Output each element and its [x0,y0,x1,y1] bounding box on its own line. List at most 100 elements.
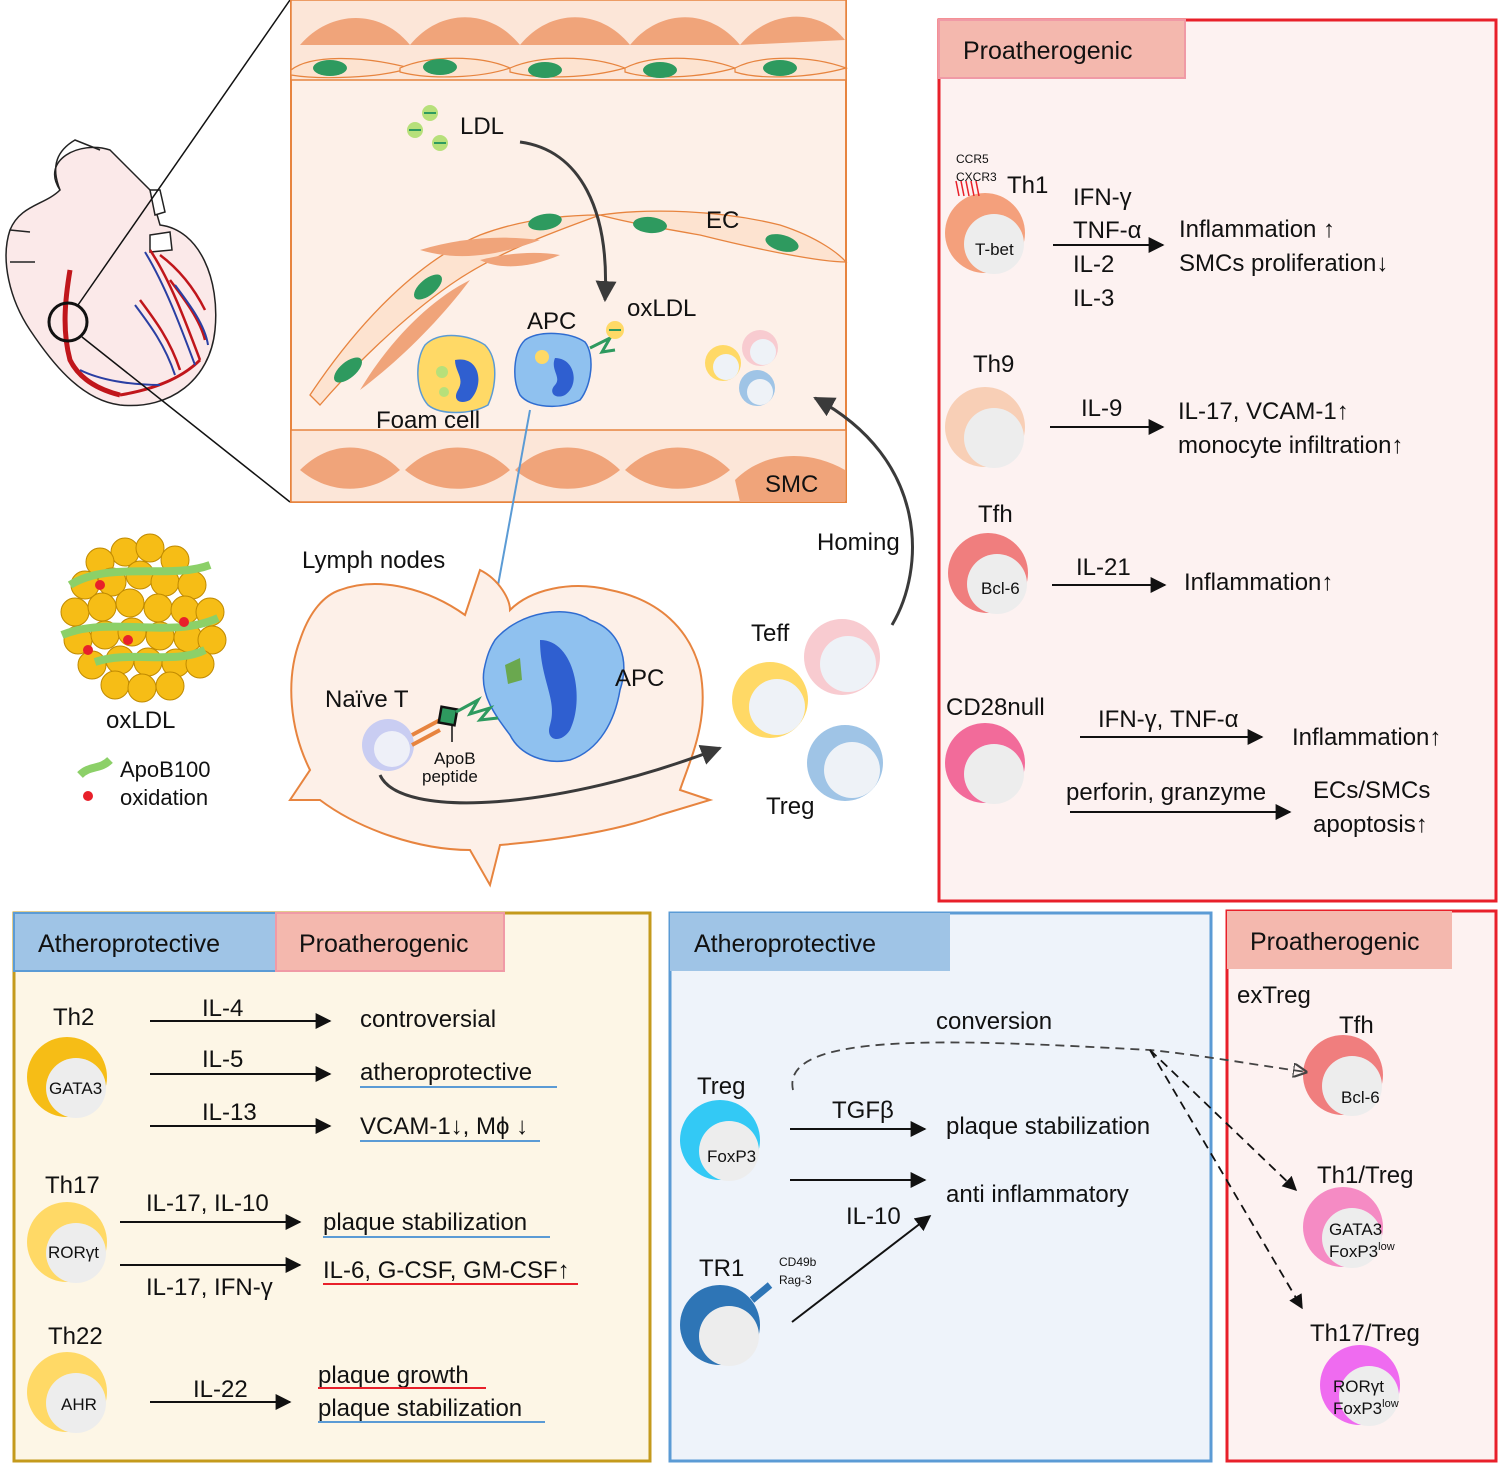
homing-arrow [813,396,914,626]
th2-effect-1: controversial [360,1006,496,1033]
th2-label: Th2 [53,1004,94,1031]
apob-peptide-label-2: peptide [422,767,478,786]
smc-label: SMC [765,471,818,498]
th1treg-marker-2: FoxP3low [1329,1241,1395,1261]
mid-effect-2: anti inflammatory [946,1181,1129,1208]
bottom-left-panel: Atheroprotective Proatherogenic Th2 GATA… [12,911,652,1463]
bottom-left-header-proatherogenic: Proatherogenic [299,930,469,958]
foam-cell-label: Foam cell [376,407,480,434]
homing-label: Homing [817,529,900,556]
cd28null-cytokine-2: perforin, granzyme [1066,779,1266,806]
tr1-receptor-rag3: Rag-3 [779,1273,812,1287]
foam-cell [417,334,496,414]
tfh-cytokine: IL-21 [1076,554,1131,581]
th17treg-marker-1: RORγt [1333,1377,1384,1396]
th9-effect-2: monocyte infiltration↑ [1178,432,1403,459]
right-panel-header: Proatherogenic [963,37,1133,65]
mid-treg-label: Treg [697,1073,745,1100]
apob100-swatch [77,756,113,779]
th2-effect-3: VCAM-1↓, Mϕ ↓ [360,1113,528,1140]
tfh-label: Tfh [978,501,1013,528]
vessel-apc [514,321,624,408]
cd28null-label: CD28null [946,694,1045,721]
th1-receptor-ccr5: CCR5 [956,152,989,166]
oxidation-label: oxidation [120,785,208,810]
th22-cytokine: IL-22 [193,1376,248,1403]
th1-label: Th1 [1007,172,1048,199]
th1-marker: T-bet [975,240,1014,259]
zoom-line-bottom [81,336,291,503]
lymph-apc-label: APC [615,665,664,692]
th22-label: Th22 [48,1323,103,1350]
th17treg-marker-2: FoxP3low [1333,1398,1399,1418]
th2-effect-2: atheroprotective [360,1059,532,1086]
cd28null-effect-1: Inflammation↑ [1292,724,1441,751]
conversion-arrows [791,1041,1306,1310]
th9-effect-1: IL-17, VCAM-1↑ [1178,398,1349,425]
ldl-migration-arrow [519,140,617,303]
th17-label: Th17 [45,1172,100,1199]
th1-effect-1: Inflammation ↑ [1179,216,1335,243]
cd28null-effect-2b: apoptosis↑ [1313,811,1428,838]
th17-cytokine-1: IL-17, IL-10 [146,1190,269,1217]
oxldl-vessel-label: oxLDL [627,295,696,322]
th1-effect-2: SMCs proliferation↓ [1179,250,1388,277]
effector-cells: Teff Treg Homing [732,396,914,820]
tfh-marker: Bcl-6 [981,579,1020,598]
vessel-apc-label: APC [527,308,576,335]
teff-label: Teff [751,620,790,647]
lymph-node: Lymph nodes Naïve T ApoB peptide APC [288,547,722,888]
th9-label: Th9 [973,351,1014,378]
mid-treg-marker: FoxP3 [707,1147,756,1166]
th2-cytokine-3: IL-13 [202,1099,257,1126]
th9-cytokine: IL-9 [1081,395,1122,422]
th22-effect-1: plaque growth [318,1362,469,1389]
th1treg-marker-1: GATA3 [1329,1220,1382,1239]
zoom-line-top [77,0,291,306]
tfh-effect: Inflammation↑ [1184,569,1333,596]
bottom-mid-panel: Atheroprotective Treg FoxP3 TGFβ plaque … [668,911,1213,1463]
differentiation-arrow [378,745,722,805]
ldl-label: LDL [460,113,504,140]
bottom-right-panel: Proatherogenic exTreg Tfh Bcl-6 Th1/Treg… [1225,909,1498,1463]
th17-effect-1: plaque stabilization [323,1209,527,1236]
naive-t-label: Naïve T [325,686,409,713]
lymph-nodes-label: Lymph nodes [302,547,445,574]
extreg-tfh-label: Tfh [1339,1012,1374,1039]
th1-cytokine-3: IL-2 [1073,251,1114,278]
th2-cytokine-2: IL-5 [202,1046,243,1073]
th22-effect-2: plaque stabilization [318,1395,522,1422]
oxldl-legend-title: oxLDL [106,707,175,734]
th17-marker: RORγt [48,1243,99,1262]
apob-peptide-label-1: ApoB [434,749,476,768]
tr1-label: TR1 [699,1255,744,1282]
vessel-t-cells [705,330,778,406]
bottom-right-header: Proatherogenic [1250,928,1420,956]
th22-marker: AHR [61,1395,97,1414]
extreg-tfh-marker: Bcl-6 [1341,1088,1380,1107]
cd28null-effect-2a: ECs/SMCs [1313,777,1430,804]
tr1-receptor-cd49b: CD49b [779,1255,817,1269]
th17treg-label: Th17/Treg [1310,1320,1420,1347]
oxldl-legend: oxLDL ApoB100 oxidation [60,533,227,810]
cd28null-cytokine-1: IFN-γ, TNF-α [1098,706,1239,733]
th2-marker: GATA3 [49,1079,102,1098]
mid-effect-1: plaque stabilization [946,1113,1150,1140]
bottom-left-header-protective: Atheroprotective [38,930,220,958]
th1-cytokine-2: TNF-α [1073,217,1142,244]
th17-cytokine-2: IL-17, IFN-γ [146,1274,273,1301]
right-proatherogenic-panel: Proatherogenic CCR5 CXCR3 Th1 T-bet IFN-… [937,18,1498,903]
bottom-mid-header: Atheroprotective [694,930,876,958]
conversion-label: conversion [936,1008,1052,1035]
ec-label: EC [706,207,739,234]
ldl-particles [407,105,448,151]
tr1-cytokine: IL-10 [846,1203,901,1230]
oxidation-swatch [83,791,93,801]
th17-effect-2: IL-6, G-CSF, GM-CSF↑ [323,1257,570,1284]
extreg-label: exTreg [1237,982,1311,1009]
treg-label: Treg [766,793,814,820]
th2-cytokine-1: IL-4 [202,995,243,1022]
th1treg-label: Th1/Treg [1317,1162,1413,1189]
th1-receptor-cxcr3: CXCR3 [956,170,997,184]
